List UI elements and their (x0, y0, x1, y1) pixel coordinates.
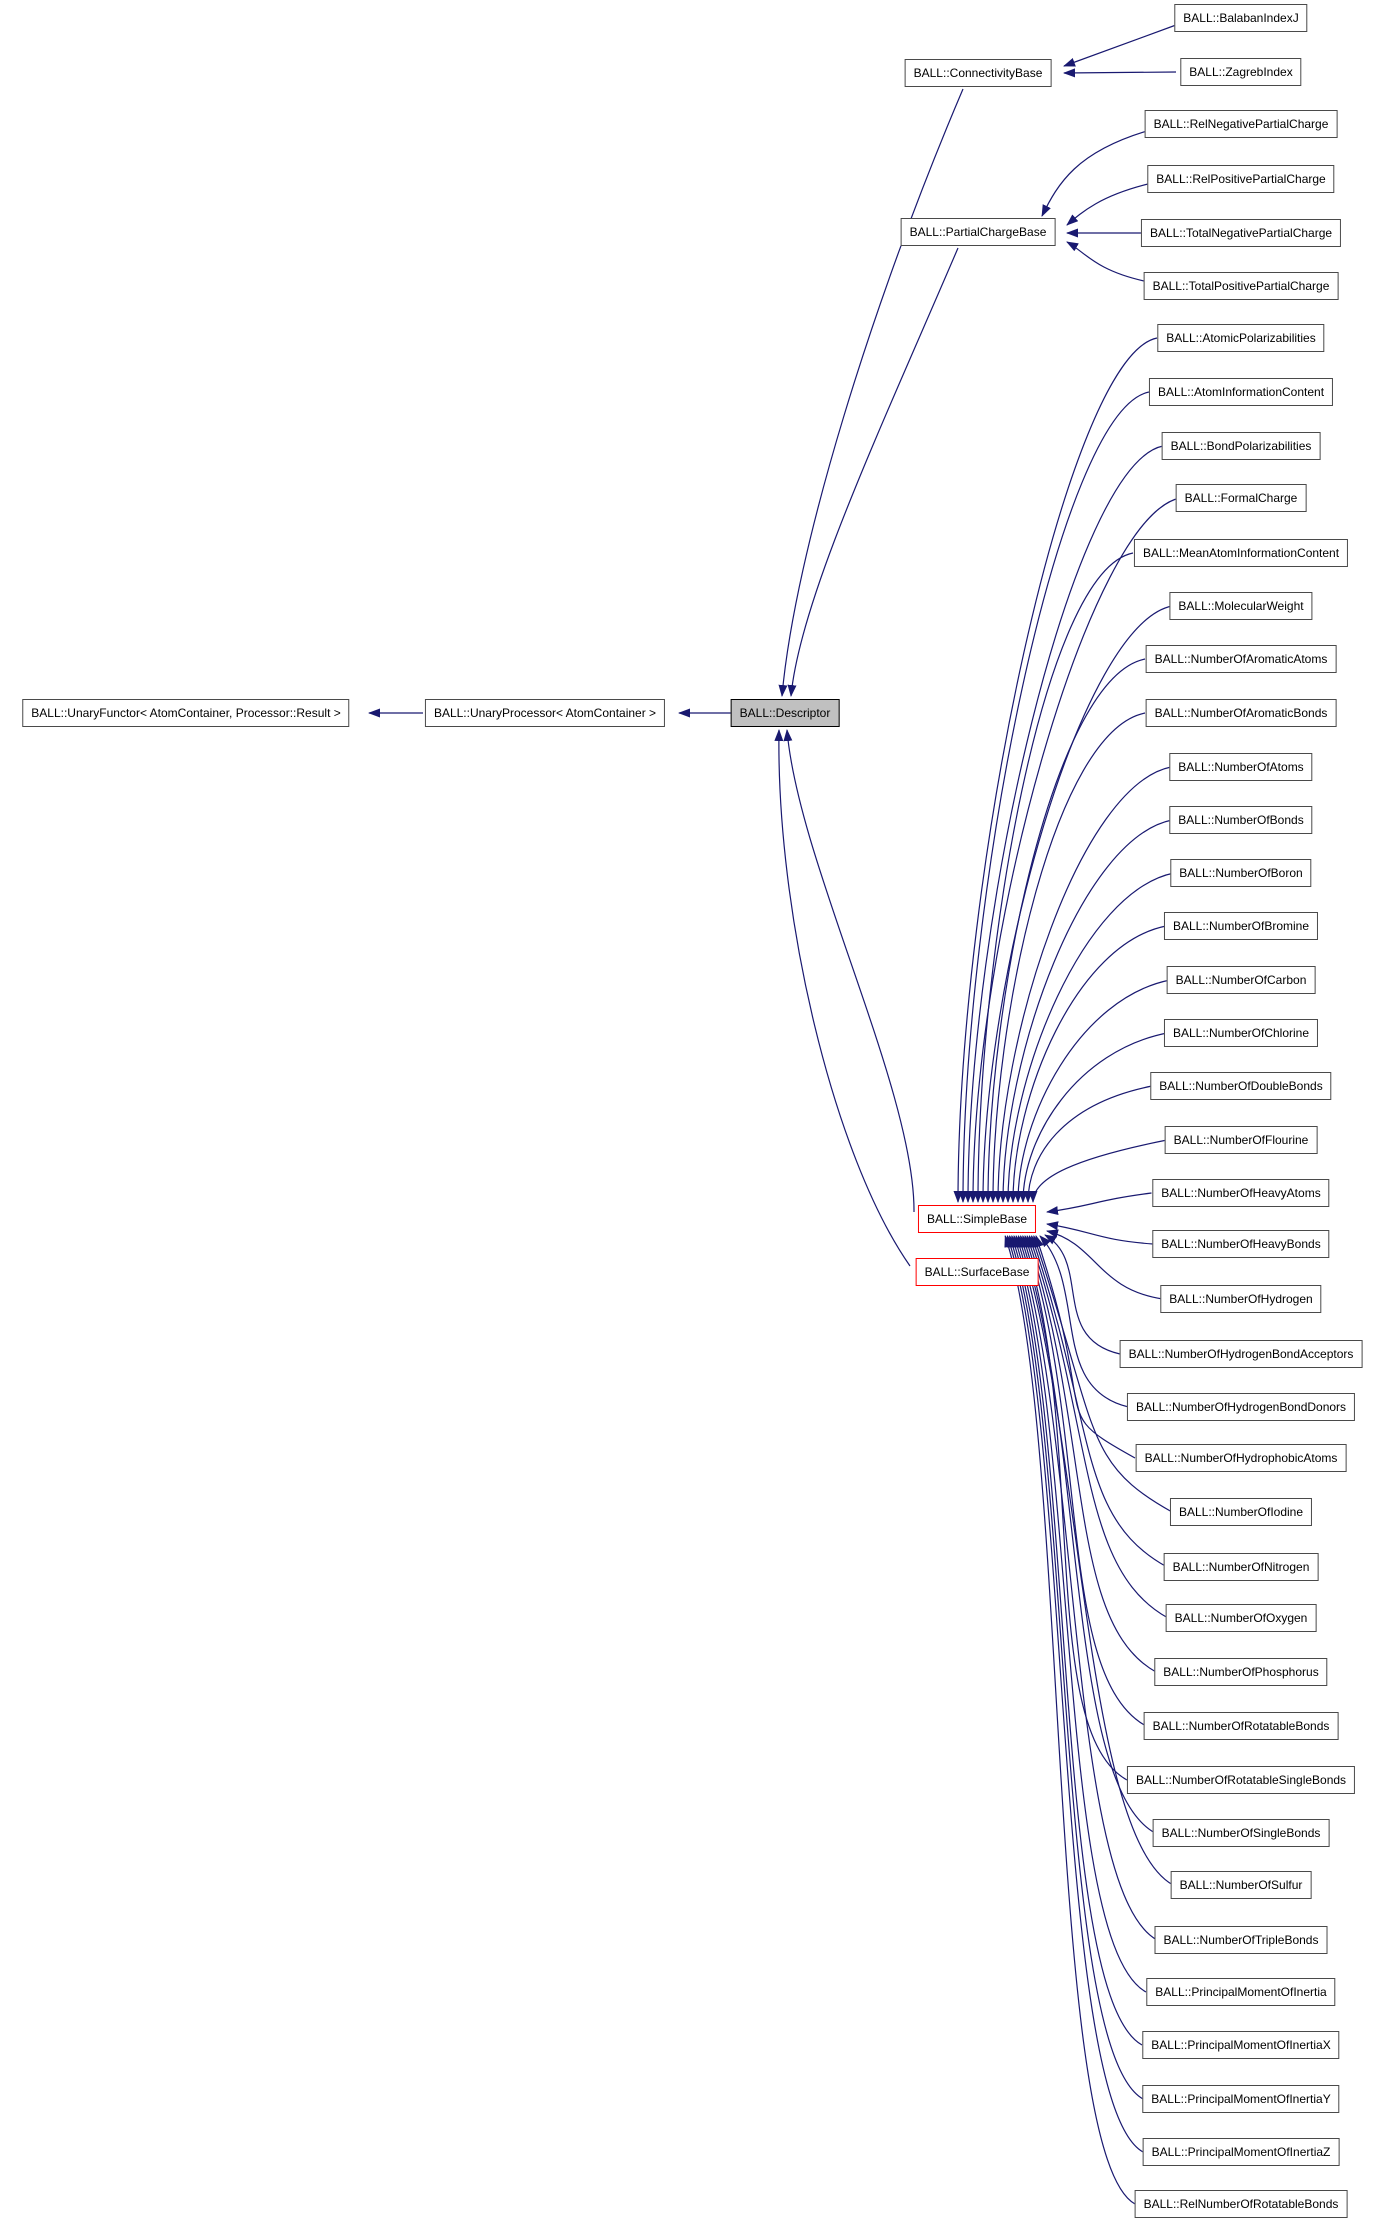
class-node-totalpos[interactable]: BALL::TotalPositivePartialCharge (1143, 272, 1339, 300)
class-node-relnrot[interactable]: BALL::RelNumberOfRotatableBonds (1134, 2190, 1348, 2218)
edge-simple-to-desc (783, 729, 915, 1213)
edge-ndouble-to-simple (1023, 1085, 1153, 1203)
edge-bpol-to-simple (963, 445, 1164, 1203)
edge-nheavyb-to-simple (1046, 1221, 1154, 1245)
class-node-nphos[interactable]: BALL::NumberOfPhosphorus (1154, 1658, 1328, 1686)
edge-zagreb-to-conn (1063, 68, 1177, 78)
class-node-pmiz[interactable]: BALL::PrincipalMomentOfInertiaZ (1142, 2138, 1340, 2166)
edge-nhba-to-simple (1044, 1234, 1121, 1355)
class-node-natoms[interactable]: BALL::NumberOfAtoms (1169, 753, 1313, 781)
edge-relpos-to-pcb (1066, 183, 1149, 226)
edge-nchlorine-to-simple (1018, 1032, 1168, 1203)
class-node-nnitro[interactable]: BALL::NumberOfNitrogen (1163, 1553, 1319, 1581)
class-node-fchg[interactable]: BALL::FormalCharge (1175, 484, 1307, 512)
edge-nphos-to-simple (1026, 1235, 1157, 1673)
edge-pmiy-to-simple (1008, 1235, 1144, 2100)
edge-naromb-to-simple (988, 712, 1146, 1203)
edge-mainfo-to-simple (973, 552, 1134, 1203)
class-node-relneg[interactable]: BALL::RelNegativePartialCharge (1144, 110, 1338, 138)
class-node-nrotsingle[interactable]: BALL::NumberOfRotatableSingleBonds (1126, 1766, 1356, 1794)
edge-nheavya-to-simple (1046, 1192, 1152, 1216)
class-node-surface[interactable]: BALL::SurfaceBase (915, 1258, 1039, 1286)
class-node-nrot[interactable]: BALL::NumberOfRotatableBonds (1143, 1712, 1339, 1740)
edge-balaban-to-conn (1063, 24, 1177, 67)
edge-relneg-to-pcb (1041, 130, 1148, 217)
class-node-nbromine[interactable]: BALL::NumberOfBromine (1163, 912, 1319, 940)
class-node-naromb[interactable]: BALL::NumberOfAromaticBonds (1145, 699, 1337, 727)
class-node-apol[interactable]: BALL::AtomicPolarizabilities (1157, 324, 1325, 352)
edge-nrot-to-simple (1024, 1235, 1147, 1727)
class-node-pmix[interactable]: BALL::PrincipalMomentOfInertiaX (1142, 2031, 1340, 2059)
class-node-nhba[interactable]: BALL::NumberOfHydrogenBondAcceptors (1119, 1340, 1363, 1368)
edge-ncarbon-to-simple (1013, 979, 1171, 1203)
class-node-desc: BALL::Descriptor (730, 699, 840, 727)
class-node-bpol[interactable]: BALL::BondPolarizabilities (1161, 432, 1321, 460)
edge-nboron-to-simple (1003, 872, 1175, 1203)
class-node-mweight[interactable]: BALL::MolecularWeight (1169, 592, 1313, 620)
class-node-nhbd[interactable]: BALL::NumberOfHydrogenBondDonors (1126, 1393, 1356, 1421)
edge-noxy-to-simple (1028, 1235, 1169, 1619)
class-node-pcb[interactable]: BALL::PartialChargeBase (900, 218, 1056, 246)
class-node-ncarbon[interactable]: BALL::NumberOfCarbon (1166, 966, 1316, 994)
class-node-nheavyb[interactable]: BALL::NumberOfHeavyBonds (1152, 1230, 1330, 1258)
class-node-nhydrophob[interactable]: BALL::NumberOfHydrophobicAtoms (1135, 1444, 1347, 1472)
class-node-relpos[interactable]: BALL::RelPositivePartialCharge (1147, 165, 1335, 193)
class-node-naroma[interactable]: BALL::NumberOfAromaticAtoms (1145, 645, 1337, 673)
edge-nbromine-to-simple (1008, 925, 1167, 1203)
class-node-nflour[interactable]: BALL::NumberOfFlourine (1164, 1126, 1318, 1154)
edge-fchg-to-simple (968, 497, 1181, 1203)
edge-nnitro-to-simple (1030, 1235, 1168, 1568)
edge-pmix-to-simple (1011, 1235, 1143, 2046)
edge-pmi-to-simple (1013, 1235, 1147, 1993)
edge-pmiz-to-simple (1006, 1235, 1144, 2153)
class-node-totalneg[interactable]: BALL::TotalNegativePartialCharge (1140, 219, 1342, 247)
class-node-pmiy[interactable]: BALL::PrincipalMomentOfInertiaY (1142, 2085, 1340, 2113)
edge-naroma-to-simple (983, 658, 1146, 1203)
class-node-niodine[interactable]: BALL::NumberOfIodine (1169, 1498, 1313, 1526)
class-node-ntriple[interactable]: BALL::NumberOfTripleBonds (1154, 1926, 1328, 1954)
edge-nhbd-to-simple (1039, 1235, 1129, 1408)
edge-nbonds-to-simple (998, 819, 1173, 1203)
class-node-mainfo[interactable]: BALL::MeanAtomInformationContent (1133, 539, 1349, 567)
edge-apol-to-simple (953, 337, 1158, 1203)
edge-nrotsingle-to-simple (1022, 1235, 1128, 1781)
edge-ainfo-to-simple (958, 391, 1150, 1203)
class-node-nchlorine[interactable]: BALL::NumberOfChlorine (1163, 1019, 1319, 1047)
edge-relnrot-to-simple (1004, 1235, 1136, 2205)
edge-mweight-to-simple (978, 605, 1173, 1203)
class-node-ndouble[interactable]: BALL::NumberOfDoubleBonds (1150, 1072, 1332, 1100)
class-node-nsingle[interactable]: BALL::NumberOfSingleBonds (1152, 1819, 1330, 1847)
class-node-balaban[interactable]: BALL::BalabanIndexJ (1174, 4, 1308, 32)
edge-nsingle-to-simple (1019, 1235, 1156, 1834)
edge-conn-to-desc (778, 88, 964, 697)
class-node-nboron[interactable]: BALL::NumberOfBoron (1170, 859, 1312, 887)
class-node-nsulfur[interactable]: BALL::NumberOfSulfur (1170, 1871, 1312, 1899)
edge-ntriple-to-simple (1015, 1235, 1158, 1941)
class-node-noxy[interactable]: BALL::NumberOfOxygen (1165, 1604, 1317, 1632)
class-node-conn[interactable]: BALL::ConnectivityBase (904, 59, 1052, 87)
edge-totalpos-to-pcb (1066, 241, 1145, 282)
class-node-up[interactable]: BALL::UnaryProcessor< AtomContainer > (424, 699, 666, 727)
class-node-nbonds[interactable]: BALL::NumberOfBonds (1169, 806, 1313, 834)
class-node-zagreb[interactable]: BALL::ZagrebIndex (1180, 58, 1302, 86)
edge-natoms-to-simple (993, 766, 1172, 1203)
edge-nsulfur-to-simple (1017, 1235, 1174, 1886)
class-node-uf[interactable]: BALL::UnaryFunctor< AtomContainer, Proce… (22, 699, 350, 727)
class-node-pmi[interactable]: BALL::PrincipalMomentOfInertia (1146, 1978, 1336, 2006)
edge-niodine-to-simple (1033, 1235, 1173, 1513)
class-node-nheavya[interactable]: BALL::NumberOfHeavyAtoms (1152, 1179, 1330, 1207)
edge-pcb-to-desc (787, 247, 959, 697)
edge-nflour-to-simple (1028, 1139, 1168, 1203)
class-node-simple[interactable]: BALL::SimpleBase (917, 1205, 1037, 1233)
edge-nhydro-to-simple (1046, 1229, 1163, 1300)
edge-surface-to-desc (774, 729, 911, 1267)
class-node-nhydro[interactable]: BALL::NumberOfHydrogen (1160, 1285, 1322, 1313)
class-node-ainfo[interactable]: BALL::AtomInformationContent (1148, 378, 1334, 406)
